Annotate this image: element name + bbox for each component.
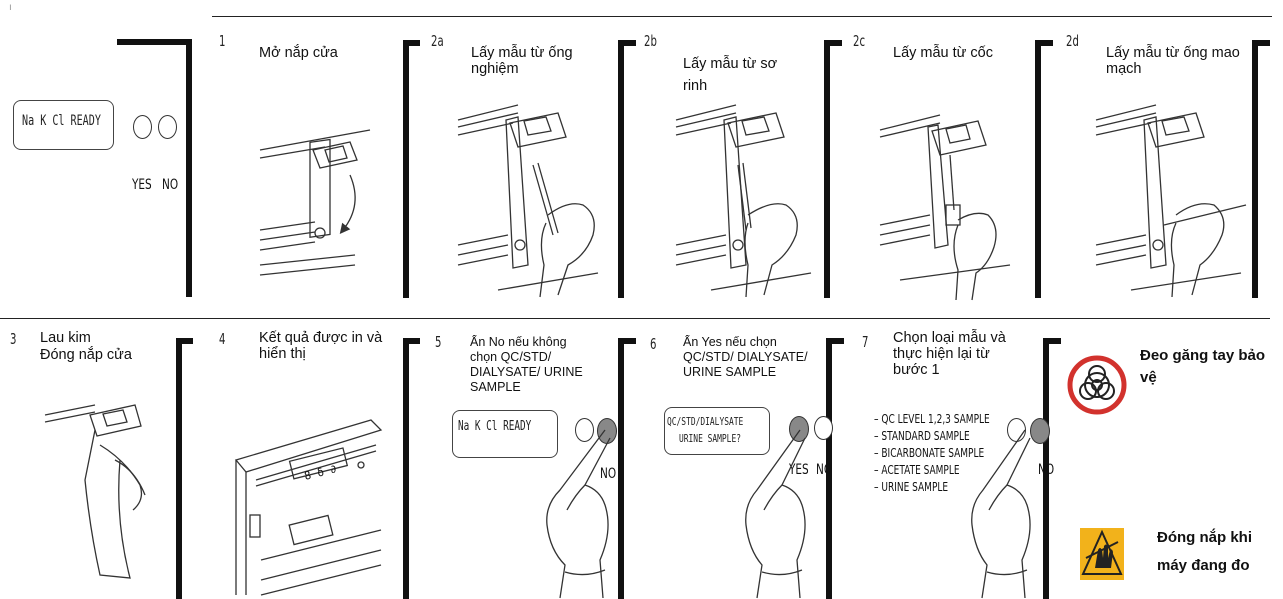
intro-bracket-top bbox=[117, 39, 192, 45]
no-button[interactable] bbox=[158, 115, 177, 139]
step-6-caption: Ấn Yes nếu chọn QC/STD/ DIALYSATE/ URINE… bbox=[683, 335, 808, 397]
warning-close-lid-text: Đóng nắp khi máy đang đo bbox=[1157, 524, 1282, 580]
door-open-illustration bbox=[255, 130, 390, 280]
step-7-pressing-hand-icon bbox=[945, 430, 1045, 598]
step-2b-bracket-side bbox=[824, 40, 830, 298]
printer-result-illustration bbox=[236, 420, 386, 595]
step-6-display-line1: QC/STD/DIALYSATE bbox=[667, 415, 740, 428]
step-7-number: 7 bbox=[862, 333, 868, 351]
step-3-caption-line2: Đóng nắp cửa bbox=[40, 347, 132, 363]
middle-rule bbox=[0, 318, 1270, 319]
step-2a-bracket-side bbox=[618, 40, 624, 298]
step-2c-caption: Lấy mẫu từ cốc bbox=[893, 45, 1033, 61]
intro-display: Na K Cl READY bbox=[13, 100, 114, 150]
cup-sampling-illustration bbox=[880, 115, 1020, 300]
step-2d-caption: Lấy mẫu từ ống mao mạch bbox=[1106, 45, 1246, 77]
intro-bracket-side bbox=[186, 39, 192, 297]
step-3-caption-line1: Lau kim bbox=[40, 330, 91, 346]
step-4-caption: Kết quả được in và hiển thị bbox=[259, 330, 399, 362]
step-3-number: 3 bbox=[10, 330, 16, 348]
no-label: NO bbox=[162, 177, 178, 193]
step-2d-number: 2d bbox=[1066, 32, 1079, 50]
yes-button[interactable] bbox=[133, 115, 152, 139]
step-7-caption: Chọn loại mẫu và thực hiện lại từ bước 1 bbox=[893, 330, 1023, 378]
step-5-pressing-hand-icon bbox=[505, 430, 625, 598]
biohazard-icon bbox=[1066, 345, 1128, 425]
syringe-sampling-illustration bbox=[676, 105, 816, 300]
top-rule bbox=[212, 16, 1272, 17]
step-4-number: 4 bbox=[219, 330, 225, 348]
yes-label: YES bbox=[132, 177, 152, 193]
step-3-bracket-side bbox=[176, 338, 182, 599]
step-2d-bracket-side bbox=[1252, 40, 1258, 298]
step-5-number: 5 bbox=[435, 333, 441, 351]
step-2a-caption: Lấy mẫu từ ống nghiệm bbox=[471, 45, 606, 77]
step-1-bracket-side bbox=[403, 40, 409, 298]
step-6-pressing-hand-icon bbox=[722, 430, 822, 598]
wipe-probe-illustration bbox=[45, 400, 165, 585]
header-mark: ı bbox=[9, 2, 12, 13]
step-1-number: 1 bbox=[219, 32, 225, 50]
step-2b-number: 2b bbox=[644, 32, 657, 50]
intro-display-text: Na K Cl READY bbox=[22, 113, 88, 129]
test-tube-sampling-illustration bbox=[458, 105, 608, 300]
step-2c-number: 2c bbox=[853, 32, 865, 50]
hand-crush-warning-icon bbox=[1080, 528, 1124, 580]
step-4-bracket-side bbox=[403, 338, 409, 599]
step-2a-number: 2a bbox=[431, 32, 444, 50]
step-1-caption: Mở nắp cửa bbox=[259, 45, 399, 61]
capillary-sampling-illustration bbox=[1096, 105, 1248, 300]
step-7-option[interactable]: – QC LEVEL 1,2,3 SAMPLE bbox=[874, 411, 972, 428]
step-2c-bracket-side bbox=[1035, 40, 1041, 298]
step-5-caption: Ấn No nếu không chọn QC/STD/ DIALYSATE/ … bbox=[470, 335, 590, 397]
step-2b-caption: Lấy mẫu từ sơ rinh bbox=[683, 53, 803, 97]
step-6-number: 6 bbox=[650, 335, 656, 353]
warning-gloves-text: Đeo găng tay bảo vệ bbox=[1140, 345, 1270, 389]
